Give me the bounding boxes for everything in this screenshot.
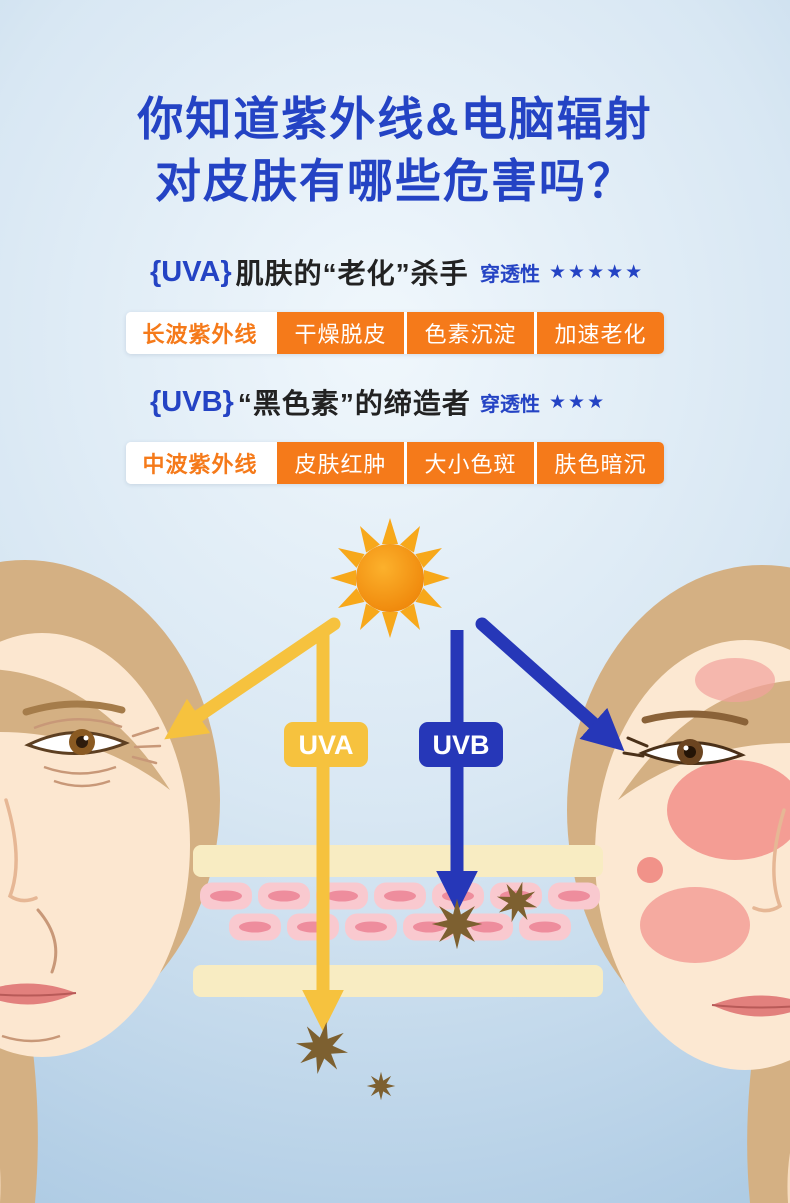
- uvb-star-rating: ★★★: [549, 392, 607, 413]
- uva-heading-text: 肌肤的“老化”杀手: [235, 258, 469, 289]
- uva-effect-cell: 干燥脱皮: [274, 312, 404, 354]
- crow-feet-wrinkles: [131, 726, 162, 765]
- under-eye-wrinkle: [43, 765, 117, 775]
- uvb-effect-cell: 大小色斑: [404, 442, 534, 484]
- skin-layer-bottom: [193, 965, 603, 997]
- skin-layers: [193, 845, 603, 997]
- chin-wrinkle: [1, 1034, 61, 1043]
- uva-badge-label: UVA: [298, 730, 353, 760]
- red-skin-patch: [667, 760, 790, 860]
- uva-section: {UVA} 肌肤的“老化”杀手 穿透性 ★★★★★ 长波紫外线 干燥脱皮 色素沉…: [126, 252, 664, 354]
- red-skin-patch: [695, 658, 775, 702]
- nasolabial-wrinkle: [36, 908, 58, 974]
- uva-badge: UVA: [284, 722, 368, 767]
- skin-layer-top: [193, 845, 603, 877]
- uva-bar-label: 长波紫外线: [126, 312, 274, 354]
- left-nose: [4, 798, 38, 903]
- eyelashes: [622, 736, 649, 758]
- uva-star-rating: ★★★★★: [549, 262, 645, 283]
- title-line-1: 你知道紫外线&电脑辐射: [137, 93, 653, 145]
- uv-skin-diagram: UVA UVB: [0, 518, 790, 1203]
- uvb-penetration-rating: 穿透性 ★★★: [480, 388, 606, 417]
- page-title: 你知道紫外线&电脑辐射 对皮肤有哪些危害吗？: [0, 88, 790, 212]
- uvb-effect-cell: 皮肤红肿: [274, 442, 404, 484]
- left-lips: [0, 983, 76, 1005]
- right-damaged-face: [567, 565, 790, 1203]
- uva-effect-bar: 长波紫外线 干燥脱皮 色素沉淀 加速老化: [126, 312, 664, 354]
- uvb-badge: UVB: [419, 722, 503, 767]
- uvb-penetration-label: 穿透性: [480, 394, 540, 416]
- uvb-section: {UVB} “黑色素”的缔造者 穿透性 ★★★ 中波紫外线 皮肤红肿 大小色斑 …: [126, 382, 664, 484]
- right-lips: [712, 995, 790, 1017]
- uva-tag: {UVA}: [150, 255, 232, 288]
- damage-starburst: [366, 1071, 396, 1101]
- uvb-arrow-to-right-face: [475, 617, 625, 752]
- uva-effect-cell: 色素沉淀: [404, 312, 534, 354]
- uvb-effect-cell: 肤色暗沉: [534, 442, 664, 484]
- left-aged-face: [0, 560, 220, 1203]
- uva-arrow-to-left-face: [164, 617, 341, 740]
- uva-effect-cell: 加速老化: [534, 312, 664, 354]
- uva-penetration-rating: 穿透性 ★★★★★: [480, 258, 644, 287]
- uv-info-sections: {UVA} 肌肤的“老化”杀手 穿透性 ★★★★★ 长波紫外线 干燥脱皮 色素沉…: [126, 252, 664, 484]
- title-line-2: 对皮肤有哪些危害吗？: [155, 155, 635, 208]
- damage-starburst: [291, 1017, 353, 1079]
- skin-cells: [200, 882, 600, 941]
- damage-starburst: [431, 898, 483, 950]
- red-skin-patch: [640, 887, 750, 963]
- uvb-badge-label: UVB: [432, 730, 489, 760]
- right-eyebrow: [641, 710, 749, 726]
- uvb-heading-row: {UVB} “黑色素”的缔造者 穿透性 ★★★: [126, 382, 664, 422]
- right-nose: [752, 808, 786, 913]
- red-skin-spot: [637, 857, 663, 883]
- uvb-bar-label: 中波紫外线: [126, 442, 274, 484]
- uvb-effect-bar: 中波紫外线 皮肤红肿 大小色斑 肤色暗沉: [126, 442, 664, 484]
- uva-penetration-label: 穿透性: [480, 264, 540, 286]
- uvb-tag: {UVB}: [150, 385, 234, 418]
- uvb-heading-text: “黑色素”的缔造者: [237, 388, 471, 419]
- uva-heading-row: {UVA} 肌肤的“老化”杀手 穿透性 ★★★★★: [126, 252, 664, 292]
- left-eyebrow: [22, 700, 126, 716]
- sun-icon: [330, 518, 450, 638]
